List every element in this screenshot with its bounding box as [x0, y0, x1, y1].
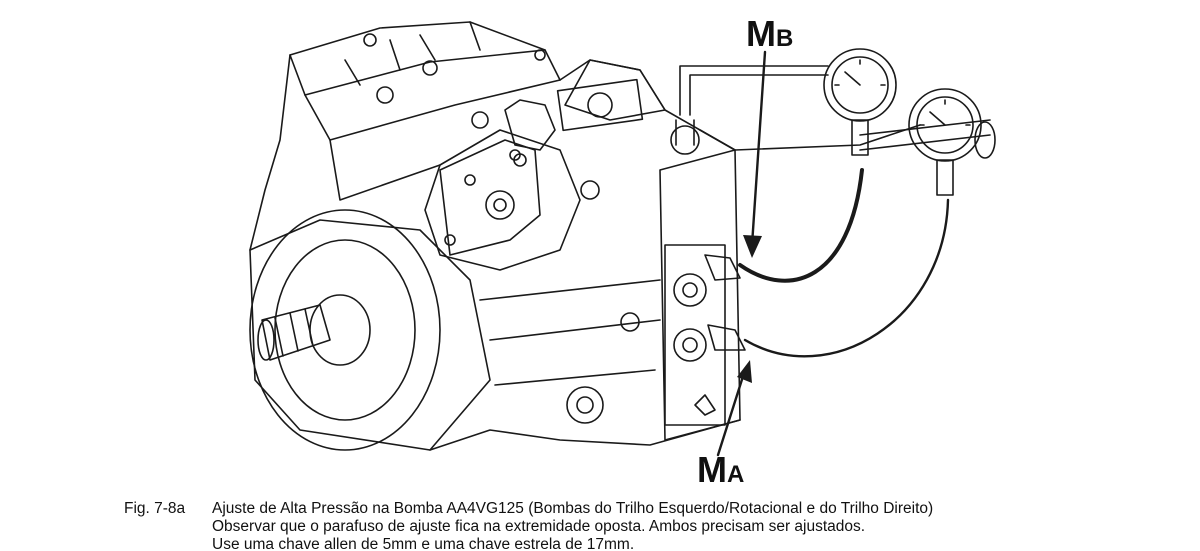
ma-arrowhead: [737, 360, 752, 383]
label-ma-sub: A: [727, 461, 744, 488]
figure-caption: Fig. 7-8a Ajuste de Alta Pressão na Bomb…: [124, 500, 1184, 551]
pump-body: [249, 21, 741, 451]
label-mb-sub: B: [776, 25, 793, 52]
figure-number: Fig. 7-8a: [124, 500, 186, 517]
label-ma: MA: [697, 449, 744, 490]
caption-line-2: Observar que o parafuso de ajuste fica n…: [212, 518, 866, 535]
label-ma-main: M: [697, 449, 727, 490]
mb-arrow: [750, 50, 767, 247]
port-block: [664, 244, 746, 426]
caption-line-1: Ajuste de Alta Pressão na Bomba AA4VG125…: [212, 500, 934, 517]
label-mb: MB: [746, 13, 793, 54]
pressure-gauge-2: [908, 88, 996, 196]
ma-arrow: [716, 368, 747, 457]
control-block: [439, 139, 541, 256]
mb-arrowhead: [743, 235, 762, 258]
drive-shaft: [249, 209, 441, 451]
gauge-lines: [670, 65, 991, 358]
label-mb-main: M: [746, 13, 776, 54]
caption-line-3: Use uma chave allen de 5mm e uma chave e…: [212, 536, 635, 551]
pressure-gauge-1: [823, 48, 897, 156]
pump-diagram: MB MA: [249, 13, 996, 490]
